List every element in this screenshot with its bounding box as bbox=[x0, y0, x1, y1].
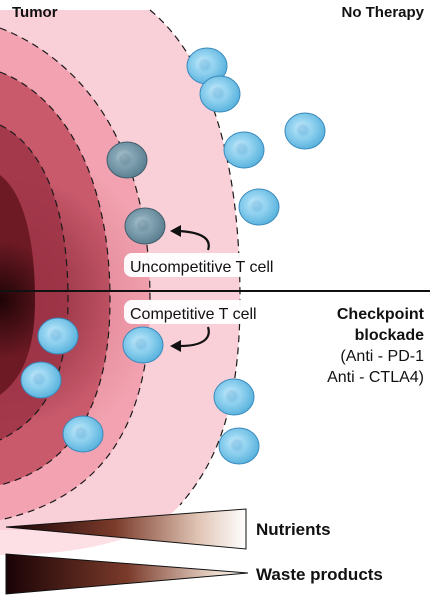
t-cell bbox=[284, 112, 326, 150]
checkpoint-label-line1: Checkpoint bbox=[337, 306, 425, 323]
tumor-boundaries bbox=[0, 9, 241, 521]
anti-pd1-label: (Anti - PD-1 bbox=[340, 348, 424, 365]
nutrients-label: Nutrients bbox=[256, 520, 331, 539]
competitive-arrow bbox=[170, 326, 210, 352]
t-cell-exhausted bbox=[106, 141, 148, 179]
uncompetitive-label-bg bbox=[124, 253, 276, 277]
t-cell bbox=[213, 378, 255, 416]
anti-ctla4-label: Anti - CTLA4) bbox=[327, 369, 424, 386]
waste-products-label: Waste products bbox=[256, 565, 383, 584]
t-cell bbox=[122, 326, 164, 364]
t-cells-checkpoint-blockade bbox=[20, 317, 260, 465]
uncompetitive-arrow bbox=[170, 225, 210, 251]
t-cell bbox=[218, 427, 260, 465]
competitive-label: Competitive T cell bbox=[130, 306, 257, 323]
inner-boundary bbox=[0, 124, 69, 441]
t-cells-no-therapy bbox=[106, 47, 326, 245]
t-cell bbox=[238, 188, 280, 226]
t-cell bbox=[20, 361, 62, 399]
t-cell bbox=[223, 131, 265, 169]
nutrients-gradient-wedge bbox=[5, 508, 247, 550]
t-cell bbox=[37, 317, 79, 355]
outer-boundary bbox=[0, 27, 151, 521]
t-cell-exhausted bbox=[124, 207, 166, 245]
halo-boundary bbox=[149, 9, 241, 506]
middle-boundary bbox=[0, 71, 111, 486]
uncompetitive-label: Uncompetitive T cell bbox=[130, 259, 273, 276]
t-cell bbox=[62, 415, 104, 453]
tumor-label: Tumor bbox=[12, 4, 58, 21]
tumor-core bbox=[0, 175, 35, 395]
checkpoint-label-line2: blockade bbox=[355, 327, 424, 344]
no-therapy-label: No Therapy bbox=[341, 4, 424, 21]
waste-gradient-wedge bbox=[5, 553, 249, 595]
t-cell bbox=[199, 75, 241, 113]
competitive-label-bg bbox=[124, 300, 272, 324]
